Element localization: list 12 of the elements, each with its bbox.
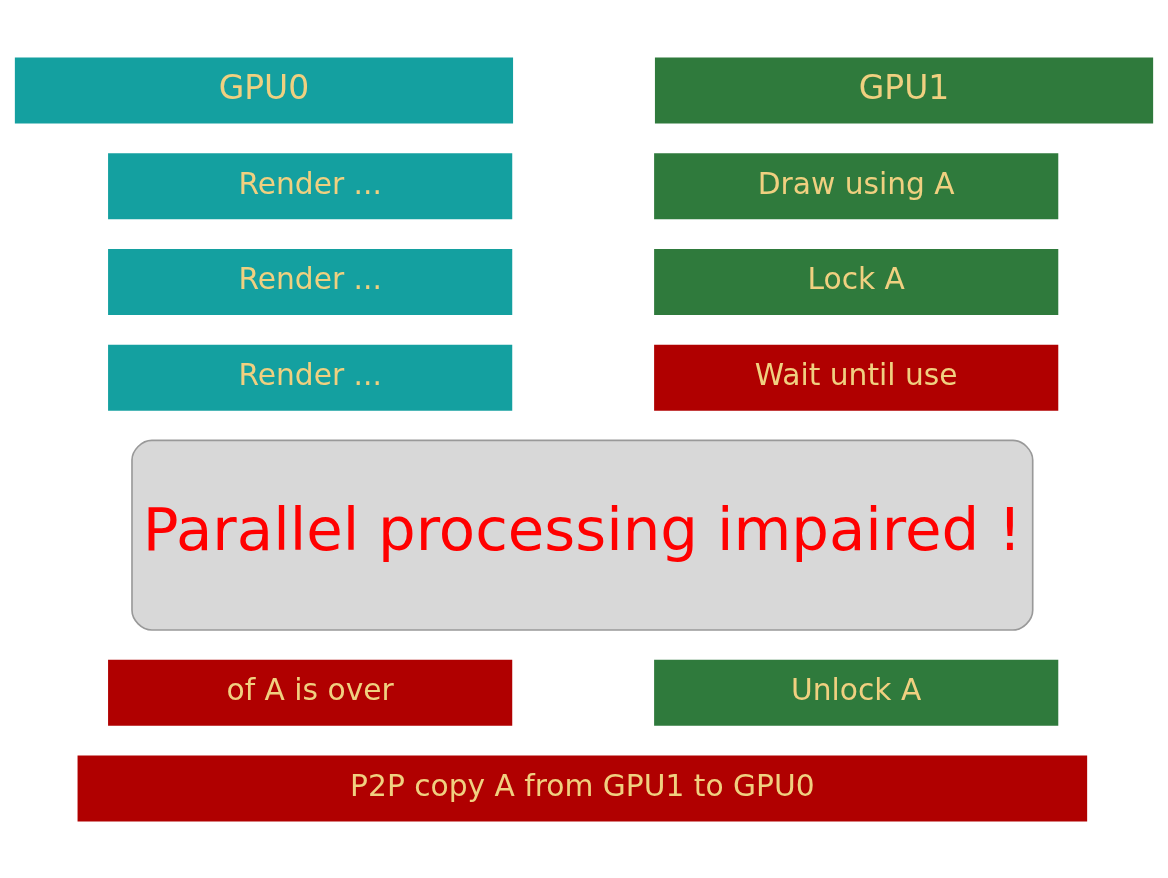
- node-box: Render ...: [108, 248, 513, 315]
- node-box: Render ...: [108, 152, 513, 219]
- node-box: Parallel processing impaired !: [131, 439, 1034, 631]
- node-box: P2P copy A from GPU1 to GPU0: [77, 754, 1088, 821]
- node-box: Lock A: [654, 248, 1059, 315]
- node-box: GPU1: [654, 57, 1154, 124]
- node-box: Draw using A: [654, 152, 1059, 219]
- node-box: Render ...: [108, 344, 513, 411]
- node-box: of A is over: [108, 659, 513, 726]
- node-box: GPU0: [14, 57, 514, 124]
- node-box: Unlock A: [654, 659, 1059, 726]
- node-box: Wait until use: [654, 344, 1059, 411]
